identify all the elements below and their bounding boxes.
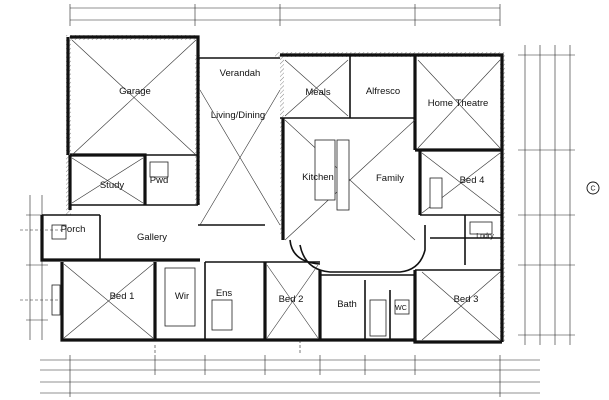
dashed-lines [20,229,301,355]
room-label-living-dining: Living/Dining [211,110,265,121]
room-label-meals: Meals [305,87,331,98]
room-label-alfresco: Alfresco [366,86,400,97]
wir-shelving [164,267,196,327]
right-dimension-lines [518,45,575,345]
fixtures [51,139,493,337]
room-label-porch: Porch [61,224,86,235]
room-label-family: Family [376,173,404,184]
wc-toilet [394,299,410,315]
room-label-home-theatre: Home Theatre [428,98,489,109]
bottom-dimension-lines [40,355,540,397]
top-dimension-lines [69,4,501,26]
porch-column [51,224,67,240]
room-label-wir: Wir [175,291,189,302]
room-label-bath: Bath [337,299,357,310]
room-label-bed3: Bed 3 [454,294,479,305]
grid-marker-c: C [586,181,600,195]
room-label-ens: Ens [216,288,233,299]
ceiling-diagonals [63,39,501,341]
room-label-study: Study [100,180,125,191]
room-label-kitchen: Kitchen [302,172,334,183]
pwd-vanity [149,161,169,178]
room-label-bed1: Bed 1 [110,291,135,302]
room-label-wc: WC [395,305,407,312]
room-labels: Garage Verandah Meals Alfresco Home Thea… [61,68,495,312]
room-label-bed4: Bed 4 [460,175,485,186]
room-label-pwd: Pwd [150,175,168,186]
kitchen-island [314,139,336,201]
ens-shower [211,299,233,331]
room-label-garage: Garage [119,86,151,97]
room-label-bed2: Bed 2 [279,294,304,305]
bath-tub [369,299,387,337]
room-label-gallery: Gallery [137,232,167,243]
kitchen-bench [336,139,350,211]
room-label-verandah: Verandah [220,68,261,79]
walls [40,35,504,344]
left-dimension-lines [26,195,48,340]
lndry-tub [469,221,493,235]
grid-marker-label: C [590,186,595,193]
room-label-lndry: Lndry [476,233,494,240]
bed4-robe [429,177,443,209]
